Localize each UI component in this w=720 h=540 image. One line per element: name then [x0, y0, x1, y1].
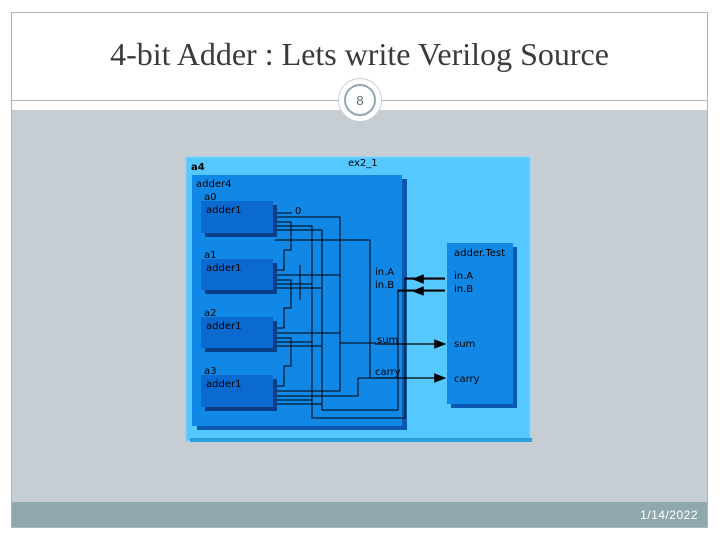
- footer-bar: [12, 502, 707, 527]
- test-port-ina: in.A: [454, 271, 473, 282]
- adder-a3-module: adder1: [206, 379, 241, 390]
- page-number: 8: [344, 84, 376, 116]
- port-sum: sum: [377, 335, 398, 346]
- adder-a1-instance: a1: [204, 250, 217, 261]
- test-port-carry: carry: [454, 374, 480, 385]
- adder-a2: a2 adder1: [201, 308, 277, 352]
- top-label: ex2_1: [348, 158, 378, 169]
- wiring: [275, 216, 445, 419]
- test-port-inb: in.B: [454, 284, 473, 295]
- adder4-label: adder4: [196, 179, 231, 190]
- adder-a1-box: [201, 259, 273, 290]
- port-ina: in.A: [375, 267, 394, 278]
- page-number-badge: 8: [338, 78, 382, 122]
- adder-a2-box: [201, 317, 273, 348]
- slide-title: 4-bit Adder : Lets write Verilog Source: [110, 36, 609, 72]
- adder-a2-instance: a2: [204, 308, 217, 319]
- port-inb: in.B: [375, 280, 394, 291]
- outer-label: a4: [191, 162, 205, 173]
- adder-a0-box: [201, 201, 273, 233]
- adder-a3: a3 adder1: [201, 366, 277, 411]
- adder-a2-module: adder1: [206, 321, 241, 332]
- zero-label: 0: [295, 206, 301, 217]
- adder-a0-module: adder1: [206, 205, 241, 216]
- adder-a3-instance: a3: [204, 366, 217, 377]
- slide-frame: [11, 12, 708, 528]
- adder-a0-instance: a0: [204, 192, 217, 203]
- test-port-sum: sum: [454, 339, 475, 350]
- port-carry: carry: [375, 367, 401, 378]
- adder-test-title: adder.Test: [454, 248, 505, 259]
- adder-a1: a1 adder1: [201, 250, 277, 294]
- module-ex2-1-shadow: [190, 438, 532, 442]
- adder-a1-module: adder1: [206, 263, 241, 274]
- signal-arrows: [375, 274, 447, 383]
- slide-date: 1/14/2022: [640, 508, 698, 522]
- adder-a3-box: [201, 375, 273, 407]
- module-adder-test: [447, 243, 513, 404]
- adder-a0: a0 adder1: [201, 192, 277, 237]
